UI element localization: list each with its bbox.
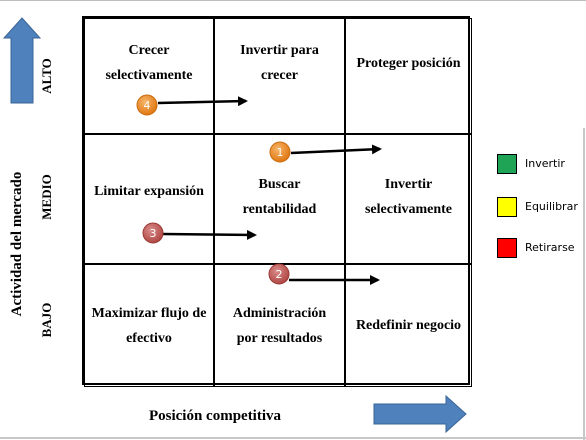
cell-invertir-selectivamente: Invertir selectivamente	[345, 134, 472, 264]
move-arrow-4	[157, 96, 248, 107]
frame-bottom-border	[0, 437, 586, 439]
frame-right-border	[583, 128, 585, 440]
cell-crecer-selectivamente: Crecer selectivamente	[84, 18, 214, 134]
cell-label: Crecer selectivamente	[105, 43, 193, 83]
cell-proteger-posicion: Proteger posición	[345, 18, 472, 134]
legend-swatch-green	[497, 154, 517, 174]
cell-label: Maximizar flujo de efectivo	[91, 305, 207, 346]
marker-4-number: 4	[144, 99, 151, 112]
legend-swatch-red	[497, 238, 517, 258]
x-axis-title: Posición competitiva	[148, 408, 282, 424]
marker-2-number: 2	[276, 268, 283, 281]
marker-2	[268, 263, 290, 285]
frame-top-border	[0, 0, 586, 1]
cell-label: Invertir para crecer	[240, 43, 319, 83]
cell-limitar-expansion: Limitar expansión	[84, 134, 214, 264]
move-arrow-3	[162, 229, 257, 240]
marker-1	[269, 141, 291, 163]
cell-label: Redefinir negocio	[355, 318, 462, 333]
cell-label: Buscar rentabilidad	[242, 177, 317, 217]
cell-redefinir-negocio: Redefinir negocio	[345, 264, 472, 387]
cell-label: Invertir selectivamente	[364, 177, 453, 217]
legend-label: Equilibrar	[525, 200, 578, 213]
marker-3	[142, 222, 164, 244]
cell-label: Administración por resultados	[232, 305, 327, 346]
legend-label: Retirarse	[525, 241, 575, 254]
cell-label: Proteger posición	[356, 55, 461, 71]
cell-buscar-rentabilidad: Buscar rentabilidad	[214, 134, 345, 264]
move-arrow-1	[290, 144, 382, 155]
cell-label: Limitar expansión	[94, 183, 204, 199]
legend-label: Invertir	[525, 157, 565, 170]
legend-swatch-yellow	[497, 197, 517, 217]
marker-3-number: 3	[150, 227, 157, 240]
marker-4	[136, 94, 158, 116]
cell-invertir-para-crecer: Invertir para crecer	[214, 18, 345, 134]
marker-1-number: 1	[277, 146, 284, 159]
cell-maximizar-flujo: Maximizar flujo de efectivo	[84, 264, 214, 387]
